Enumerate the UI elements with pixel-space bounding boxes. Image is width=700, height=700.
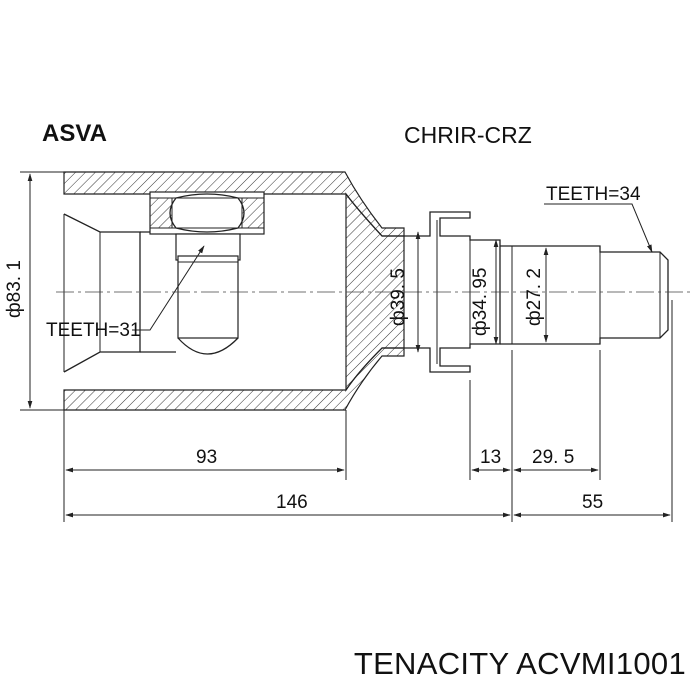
dim-flange-length: 13 — [480, 447, 501, 468]
dim-seal-diameter: ф34. 95 — [470, 268, 491, 336]
dim-total-length: 146 — [276, 492, 308, 513]
teeth-inner-label: TEETH=31 — [46, 320, 141, 341]
spider-body — [177, 255, 239, 339]
housing-cavity — [63, 213, 141, 373]
stub-shaft — [500, 245, 669, 345]
dim-stub-length: 55 — [582, 492, 603, 513]
teeth-outer-label: TEETH=34 — [546, 184, 641, 205]
model-label: CHRIR-CRZ — [404, 122, 532, 148]
dim-spline-length: 29. 5 — [532, 447, 574, 468]
dim-housing-diameter: ф83. 1 — [4, 260, 25, 318]
dim-shaft-diameter: ф27. 2 — [524, 268, 545, 326]
dim-neck-diameter: ф39. 5 — [388, 268, 409, 326]
footer-part-number: TENACITY ACVMI1001 — [353, 646, 686, 681]
dim-housing-length: 93 — [196, 447, 217, 468]
brand-label: ASVA — [42, 120, 107, 147]
